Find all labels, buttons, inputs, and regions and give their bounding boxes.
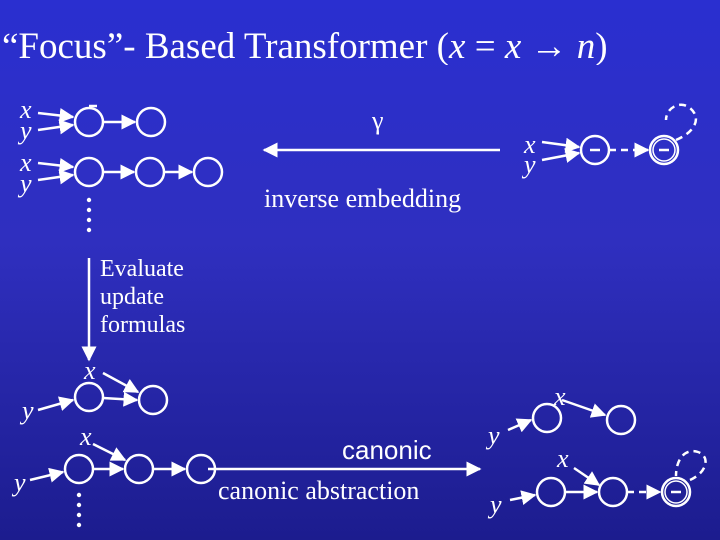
self-loop	[664, 103, 698, 142]
gamma-label: γ	[372, 106, 384, 135]
label-x: x	[80, 422, 92, 451]
edge	[102, 371, 140, 394]
label-x: x	[524, 130, 536, 159]
formula-line: formulas	[100, 312, 186, 338]
edge	[561, 398, 607, 418]
evaluate-update-formulas: Evaluate update formulas	[100, 255, 185, 339]
edge	[573, 466, 601, 487]
node	[597, 476, 629, 508]
canonic-abstraction-label: canonic abstraction	[218, 476, 420, 505]
canonic-label: canonic	[342, 435, 432, 465]
label-y: y	[488, 421, 500, 450]
node	[73, 156, 105, 188]
edge	[37, 396, 75, 412]
summary-node	[648, 134, 680, 166]
label-x: x	[84, 356, 96, 385]
edge	[37, 158, 75, 173]
node	[73, 381, 105, 413]
edge	[507, 418, 533, 433]
edge	[541, 137, 581, 153]
node	[137, 384, 169, 416]
label-y: y	[22, 396, 34, 425]
node	[135, 106, 167, 138]
edge	[29, 467, 65, 483]
label-x: x	[20, 148, 32, 177]
label-y: y	[20, 169, 32, 198]
dot	[76, 492, 82, 498]
slide-title: “Focus”- Based Transformer (x = x → n)	[2, 28, 608, 65]
dot	[86, 217, 92, 223]
label-y: y	[490, 490, 502, 519]
self-loop	[674, 449, 707, 482]
label-y: y	[524, 150, 536, 179]
edge	[37, 169, 75, 185]
label-x: x	[554, 382, 566, 411]
formula-line: Evaluate	[100, 256, 184, 282]
edge	[102, 391, 139, 407]
node	[605, 404, 637, 436]
node	[531, 402, 563, 434]
dot	[86, 227, 92, 233]
label-y: y	[20, 116, 32, 145]
node	[535, 476, 567, 508]
dot	[76, 502, 82, 508]
edge	[92, 442, 127, 462]
summary-node-inner	[664, 480, 688, 504]
node	[123, 453, 155, 485]
edge	[509, 490, 537, 506]
node	[192, 156, 224, 188]
node	[73, 106, 105, 138]
label-x: x	[557, 444, 569, 473]
label-x: x	[20, 95, 32, 124]
inverse-embedding-label: inverse embedding	[264, 184, 462, 213]
edge	[541, 148, 581, 163]
label-y: y	[14, 468, 26, 497]
dot	[76, 522, 82, 528]
edge	[37, 108, 75, 123]
dot	[76, 512, 82, 518]
node	[63, 453, 95, 485]
formula-line: update	[100, 284, 164, 310]
dot	[86, 207, 92, 213]
summary-node-inner	[652, 138, 676, 162]
summary-node	[660, 476, 692, 508]
node	[134, 156, 166, 188]
dot	[86, 197, 92, 203]
edge	[37, 119, 75, 135]
